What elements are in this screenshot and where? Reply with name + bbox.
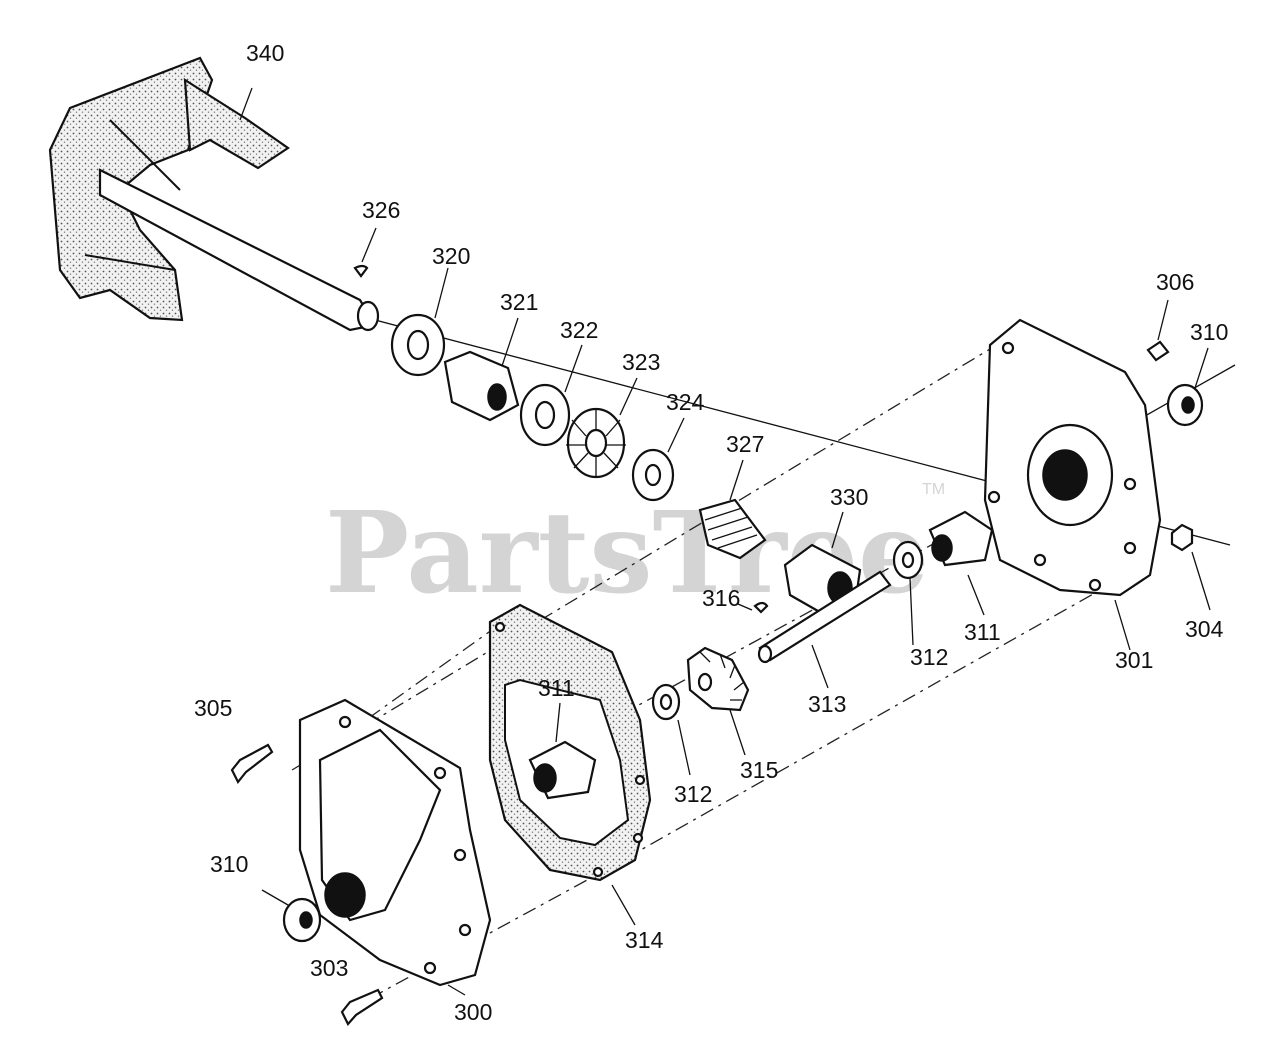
callout-310-left: 310 <box>210 851 248 877</box>
callout-312-right: 312 <box>910 644 948 670</box>
bolt-305 <box>230 743 274 785</box>
callout-315: 315 <box>740 757 778 783</box>
callout-313: 313 <box>808 691 846 717</box>
thrust-bearing-323 <box>566 407 626 479</box>
callout-322: 322 <box>560 317 598 343</box>
bolt-303 <box>340 988 384 1026</box>
callout-306: 306 <box>1156 269 1194 295</box>
callout-311-right: 311 <box>964 619 1001 645</box>
callout-330: 330 <box>830 484 868 510</box>
bearing-310-right <box>1166 383 1204 427</box>
shaft-313 <box>757 570 892 664</box>
callout-327: 327 <box>726 431 764 457</box>
gasket-314 <box>488 603 652 882</box>
key-326 <box>353 264 369 278</box>
callout-304: 304 <box>1185 616 1224 642</box>
callout-326: 326 <box>362 197 400 223</box>
washer-322 <box>519 383 571 447</box>
bearing-310-left <box>282 897 322 943</box>
callout-323: 323 <box>622 349 660 375</box>
worm-gear-327 <box>698 498 767 560</box>
bushing-311-right <box>928 510 994 567</box>
washer-320 <box>390 313 446 377</box>
hub-321 <box>443 350 520 422</box>
bushing-311-left <box>528 740 597 800</box>
callout-305: 305 <box>194 695 232 721</box>
set-screw-306 <box>1146 340 1170 362</box>
washer-324 <box>631 448 675 502</box>
callout-340: 340 <box>246 40 284 66</box>
key-316 <box>753 601 769 614</box>
callout-321: 321 <box>500 289 538 315</box>
callout-324: 324 <box>666 389 705 415</box>
callout-314: 314 <box>625 927 664 953</box>
housing-301 <box>983 318 1162 597</box>
nut-304 <box>1170 523 1194 552</box>
leader-lines <box>239 87 1211 996</box>
callout-labels: 340 326 320 321 322 323 324 327 330 306 … <box>194 40 1228 1025</box>
impeller-assembly <box>48 56 380 332</box>
callout-300: 300 <box>454 999 492 1025</box>
washer-312-right <box>892 540 924 580</box>
gear-315 <box>686 646 750 712</box>
housing-300 <box>298 698 492 987</box>
callout-303: 303 <box>310 955 348 981</box>
callout-310-right: 310 <box>1190 319 1228 345</box>
callout-316: 316 <box>702 585 740 611</box>
callout-312-left: 312 <box>674 781 712 807</box>
callout-301: 301 <box>1115 647 1153 673</box>
watermark-trademark: TM <box>922 481 945 498</box>
callout-311-left: 311 <box>538 675 575 701</box>
washer-312-left <box>651 683 681 721</box>
callout-320: 320 <box>432 243 470 269</box>
